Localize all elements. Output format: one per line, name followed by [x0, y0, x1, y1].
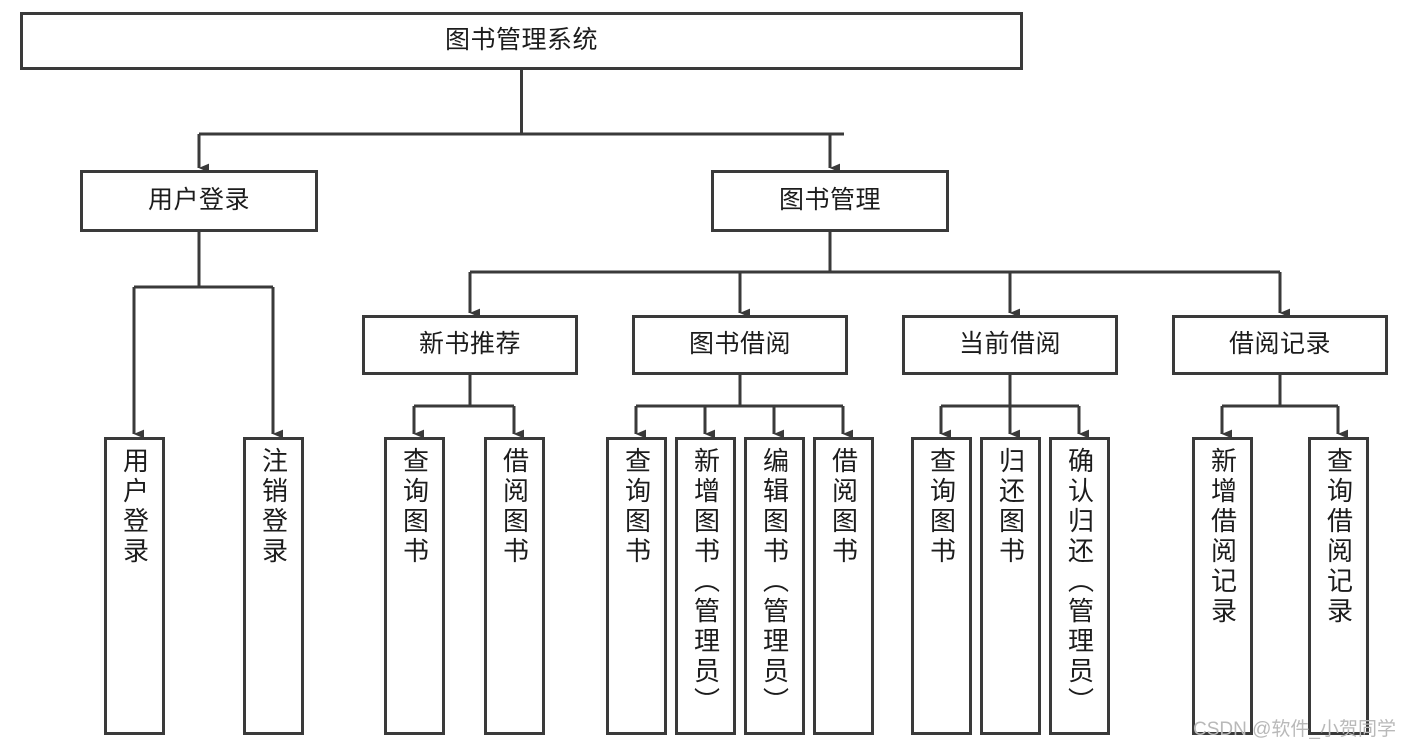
node-label: 编辑图书（管理员）: [759, 447, 790, 717]
node-leaf-borrow-add-book-admin[interactable]: 新增图书（管理员）: [675, 437, 736, 735]
csdn-watermark: CSDN @软件_小贺同学: [1193, 719, 1396, 740]
node-root-book-management-system[interactable]: 图书管理系统: [20, 12, 1023, 70]
node-label: 查询图书: [621, 447, 652, 567]
node-label: 借阅记录: [1228, 330, 1331, 359]
node-book-borrowing[interactable]: 图书借阅: [632, 315, 848, 375]
node-label: 用户登录: [119, 447, 150, 567]
node-leaf-borrow-borrow-book[interactable]: 借阅图书: [813, 437, 874, 735]
node-label: 查询图书: [926, 447, 957, 567]
node-user-login[interactable]: 用户登录: [80, 170, 318, 232]
node-leaf-current-return-book[interactable]: 归还图书: [980, 437, 1041, 735]
node-leaf-recommend-borrow-book[interactable]: 借阅图书: [484, 437, 545, 735]
node-label: 新书推荐: [418, 330, 521, 359]
node-leaf-record-add-record[interactable]: 新增借阅记录: [1192, 437, 1253, 735]
node-new-book-recommendation[interactable]: 新书推荐: [362, 315, 578, 375]
node-label: 注销登录: [258, 447, 289, 567]
node-label: 借阅图书: [499, 447, 530, 567]
node-leaf-record-query-record[interactable]: 查询借阅记录: [1308, 437, 1369, 735]
node-label: 当前借阅: [958, 330, 1061, 359]
node-label: 新增借阅记录: [1207, 447, 1238, 627]
node-label: 图书管理系统: [444, 26, 598, 55]
node-leaf-current-query-book[interactable]: 查询图书: [911, 437, 972, 735]
node-label: 新增图书（管理员）: [690, 447, 721, 717]
node-label: 查询图书: [399, 447, 430, 567]
node-leaf-user-login-signin[interactable]: 用户登录: [104, 437, 165, 735]
node-label: 借阅图书: [828, 447, 859, 567]
node-leaf-borrow-query-book[interactable]: 查询图书: [606, 437, 667, 735]
node-label: 归还图书: [995, 447, 1026, 567]
node-leaf-user-login-signout[interactable]: 注销登录: [243, 437, 304, 735]
node-label: 查询借阅记录: [1323, 447, 1354, 627]
node-book-management[interactable]: 图书管理: [711, 170, 949, 232]
node-leaf-recommend-query-book[interactable]: 查询图书: [384, 437, 445, 735]
node-borrowing-record[interactable]: 借阅记录: [1172, 315, 1388, 375]
node-label: 用户登录: [147, 186, 250, 215]
node-label: 图书管理: [778, 186, 881, 215]
node-label: 确认归还（管理员）: [1064, 447, 1095, 717]
node-leaf-current-confirm-return-admin[interactable]: 确认归还（管理员）: [1049, 437, 1110, 735]
node-label: 图书借阅: [688, 330, 791, 359]
node-leaf-borrow-edit-book-admin[interactable]: 编辑图书（管理员）: [744, 437, 805, 735]
node-current-borrowing[interactable]: 当前借阅: [902, 315, 1118, 375]
